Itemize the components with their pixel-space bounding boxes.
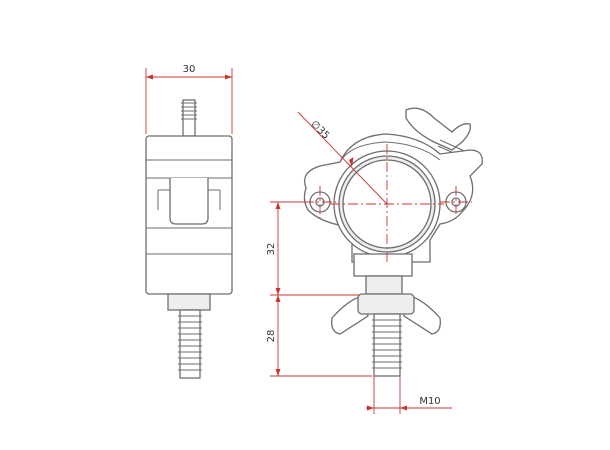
top-stud [181,99,197,137]
width-dimension-label: 30 [183,64,196,75]
side-view: 30 [145,64,233,379]
bottom-wing-nut [331,293,441,335]
upper-height-label: 32 [266,243,277,256]
thread-dimension-label: M10 [419,396,440,407]
side-body [145,135,233,295]
height-dimensions: 32 28 [266,201,372,377]
nut-block [353,253,413,295]
thread-dimension: M10 [366,376,452,414]
front-view: ∅35 32 28 M10 [266,107,483,414]
diameter-dimension-label: ∅35 [308,119,331,142]
lower-height-label: 28 [266,330,277,343]
bottom-bolt [167,293,211,379]
bottom-thread-rod [372,313,402,377]
width-dimension: 30 [145,64,233,134]
